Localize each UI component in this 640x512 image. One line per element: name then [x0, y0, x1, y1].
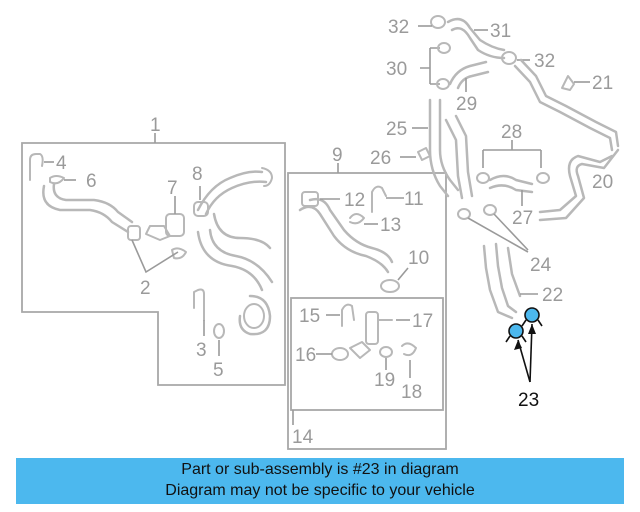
callout-7: 7 — [167, 178, 178, 199]
callout-18: 18 — [401, 382, 422, 403]
callout-2: 2 — [140, 278, 151, 299]
group-9-outline — [287, 163, 447, 450]
callout-5: 5 — [213, 360, 224, 381]
banner-line-part: Part or sub-assembly is #23 in diagram — [181, 461, 459, 478]
callout-30: 30 — [386, 59, 407, 80]
banner-line-disclaimer: Diagram may not be specific to your vehi… — [165, 482, 475, 499]
callout-32-right: 32 — [534, 51, 555, 72]
callout-11: 11 — [404, 189, 424, 210]
callout-22: 22 — [542, 285, 563, 306]
callout-32-top: 32 — [388, 17, 409, 38]
callout-1: 1 — [150, 115, 161, 136]
callout-labels: 1 2 3 4 5 6 7 8 9 10 11 12 13 14 15 16 1… — [56, 17, 613, 448]
callout-6: 6 — [86, 171, 97, 192]
group-14-outline — [290, 297, 444, 425]
callout-28: 28 — [501, 122, 522, 143]
callout-3: 3 — [196, 340, 207, 361]
callout-15: 15 — [299, 306, 320, 327]
callout-12: 12 — [344, 190, 365, 211]
group-1-outline — [21, 133, 286, 386]
callout-31: 31 — [490, 21, 511, 42]
info-banner: Part or sub-assembly is #23 in diagram D… — [16, 458, 624, 504]
callout-21: 21 — [592, 73, 613, 94]
callout-24: 24 — [530, 255, 552, 276]
upper-right-parts — [400, 15, 620, 320]
callout-29: 29 — [456, 94, 477, 115]
callout-4: 4 — [56, 153, 67, 174]
callout-27: 27 — [512, 208, 533, 229]
callout-26: 26 — [370, 148, 391, 169]
callout-13: 13 — [380, 215, 401, 236]
group-1-parts — [29, 153, 274, 356]
group-9-parts — [298, 185, 417, 378]
clamp-23-left — [505, 323, 527, 343]
callout-25: 25 — [386, 119, 407, 140]
callout-16: 16 — [295, 345, 316, 366]
callout-20: 20 — [592, 172, 613, 193]
clamp-23-right — [521, 307, 543, 327]
callout-23: 23 — [518, 390, 539, 411]
callout-14: 14 — [292, 427, 314, 448]
callout-19: 19 — [374, 370, 395, 391]
callout-10: 10 — [408, 248, 429, 269]
callout-8: 8 — [192, 164, 203, 185]
callout-9: 9 — [332, 145, 343, 166]
callout-17: 17 — [412, 311, 433, 332]
part-23-highlight — [505, 307, 543, 383]
